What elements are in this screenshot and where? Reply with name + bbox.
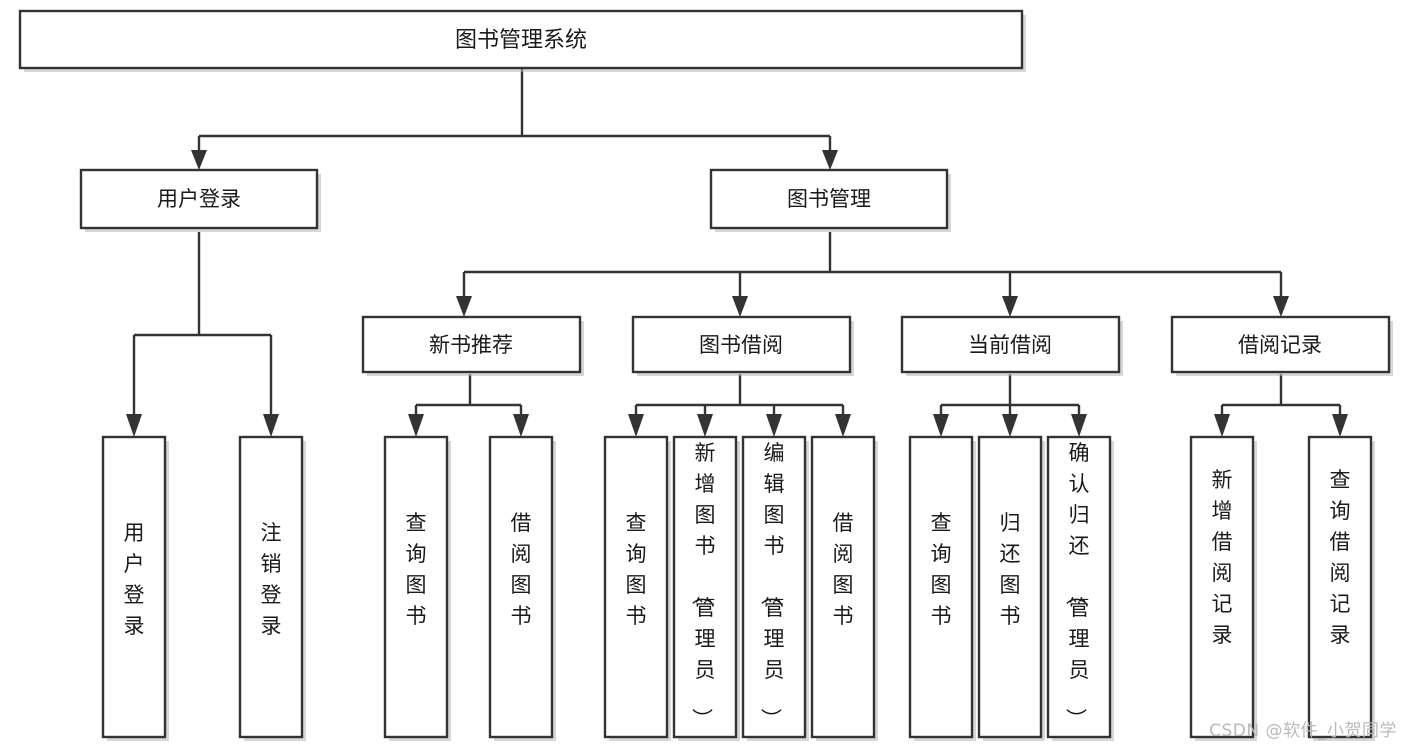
node-leaf3-box (383, 435, 449, 739)
arrowhead-l3d (1273, 296, 1289, 317)
node-leaf-query-books-c[interactable]: 查询图书 (908, 435, 976, 741)
node-l3-new-book-recommend[interactable]: 新书推荐 (361, 315, 584, 376)
node-l3a-box (361, 315, 582, 374)
node-l3a-label: 新书推荐 (429, 333, 513, 357)
node-leaf-edit-book-admin[interactable]: 编辑图书（管理员） (741, 435, 809, 741)
node-leaf-query-borrow-record[interactable]: 查询借阅记录 (1307, 435, 1375, 741)
node-leaf-query-books-a[interactable]: 查询图书 (383, 435, 451, 741)
node-leaf9-box (908, 435, 974, 739)
arrowhead-leaf10 (1002, 414, 1018, 437)
node-leaf-return-books[interactable]: 归还图书 (977, 435, 1045, 741)
edge-layer (126, 68, 1348, 437)
arrowhead-leaf2 (263, 414, 279, 437)
node-leaf1-box (101, 435, 167, 739)
node-leaf5-label: 查询图书 (626, 511, 647, 628)
node-l2-book-management[interactable]: 图书管理 (709, 168, 951, 232)
node-l2a-box (79, 168, 319, 230)
node-l3-current-borrow[interactable]: 当前借阅 (900, 315, 1123, 376)
node-leaf12-box (1189, 435, 1255, 739)
arrowhead-leaf1 (126, 414, 142, 437)
node-l3c-box (900, 315, 1121, 374)
node-leaf2-box (238, 435, 304, 739)
node-leaf4-label: 借阅图书 (511, 511, 532, 628)
node-l2-user-login[interactable]: 用户登录 (79, 168, 321, 232)
node-leaf8-label: 借阅图书 (833, 511, 854, 628)
node-root-box (18, 9, 1024, 70)
node-l3-borrow-records[interactable]: 借阅记录 (1170, 315, 1393, 376)
node-leaf-confirm-return-admin[interactable]: 确认归还（管理员） (1046, 435, 1114, 741)
node-l2a-label: 用户登录 (157, 187, 241, 211)
node-leaf7-label: 编辑图书（管理员） (759, 441, 785, 729)
node-leaf4-box (488, 435, 554, 739)
node-leaf2-label: 注销登录 (261, 521, 282, 638)
node-leaf10-box (977, 435, 1043, 739)
node-leaf13-box (1307, 435, 1373, 739)
arrowhead-leaf4 (513, 414, 529, 437)
arrowhead-leaf9 (933, 414, 949, 437)
node-leaf13-label: 查询借阅记录 (1330, 468, 1351, 647)
node-leaf12-label: 新增借阅记录 (1212, 468, 1233, 647)
arrowhead-l2a (191, 150, 207, 170)
node-l3d-box (1170, 315, 1391, 374)
arrowhead-leaf12 (1214, 414, 1230, 437)
arrowhead-leaf11 (1071, 414, 1087, 437)
node-l2b-label: 图书管理 (787, 187, 871, 211)
node-leaf-borrow-books-a[interactable]: 借阅图书 (488, 435, 556, 741)
node-leaf5-box (603, 435, 669, 739)
node-leaf-add-borrow-record[interactable]: 新增借阅记录 (1189, 435, 1257, 741)
node-leaf3-label: 查询图书 (406, 511, 427, 628)
node-leaf11-label: 确认归还（管理员） (1064, 441, 1090, 729)
arrowhead-l3a (456, 296, 472, 317)
node-leaf10-label: 归还图书 (1000, 511, 1021, 628)
arrowhead-leaf5 (628, 414, 644, 437)
node-l3b-box (631, 315, 852, 374)
arrowhead-leaf3 (408, 414, 424, 437)
node-leaf6-label: 新增图书（管理员） (690, 441, 716, 729)
node-l3-book-borrow[interactable]: 图书借阅 (631, 315, 854, 376)
node-l3d-label: 借阅记录 (1238, 333, 1322, 357)
arrowhead-leaf7 (766, 414, 782, 437)
node-leaf-add-book-admin[interactable]: 新增图书（管理员） (672, 435, 740, 741)
node-l3b-label: 图书借阅 (699, 333, 783, 357)
node-root[interactable]: 图书管理系统 (18, 9, 1026, 72)
node-leaf-logout[interactable]: 注销登录 (238, 435, 306, 741)
arrowhead-leaf8 (835, 414, 851, 437)
csdn-watermark: CSDN @软件_小贺同学 (1209, 721, 1397, 741)
node-leaf9-label: 查询图书 (931, 511, 952, 628)
node-root-label: 图书管理系统 (455, 28, 587, 53)
node-l3c-label: 当前借阅 (968, 333, 1052, 357)
arrowhead-l2b (822, 150, 838, 170)
node-leaf7-box (741, 435, 807, 739)
arrowhead-l3b (732, 296, 748, 317)
node-l2b-box (709, 168, 949, 230)
arrowhead-l3c (1002, 296, 1018, 317)
node-leaf-user-login[interactable]: 用户登录 (101, 435, 169, 741)
node-leaf-borrow-books-b[interactable]: 借阅图书 (810, 435, 878, 741)
arrowhead-leaf6 (697, 414, 713, 437)
node-leaf11-box (1046, 435, 1112, 739)
node-leaf1-label: 用户登录 (124, 521, 145, 638)
node-leaf-query-books-b[interactable]: 查询图书 (603, 435, 671, 741)
node-leaf6-box (672, 435, 738, 739)
node-leaf8-box (810, 435, 876, 739)
arrowhead-leaf13 (1332, 414, 1348, 437)
